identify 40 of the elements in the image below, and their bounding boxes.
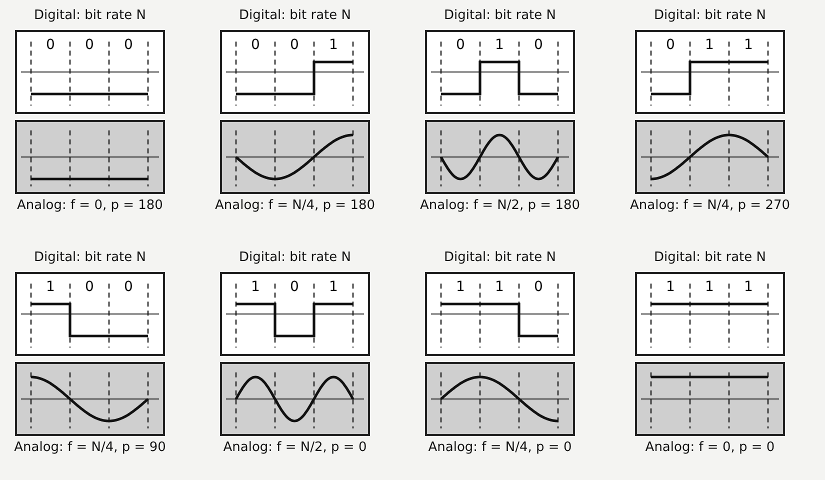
bit-value: 0: [250, 37, 261, 53]
analog-caption: Analog: f = N/4, p = 90: [13, 440, 167, 455]
analog-caption: Analog: f = N/4, p = 0: [427, 440, 573, 455]
bit-value: 1: [743, 279, 754, 295]
bit-value: 0: [533, 279, 544, 295]
signal-heading: Digital: bit rate N: [32, 8, 148, 23]
bit-value: 1: [704, 279, 715, 295]
bit-value: 1: [494, 37, 505, 53]
bit-value: 0: [84, 279, 95, 295]
bit-value: 1: [704, 37, 715, 53]
bit-value: 0: [665, 37, 676, 53]
bit-value: 0: [45, 37, 56, 53]
bit-value: 1: [250, 279, 261, 295]
signal-heading: Digital: bit rate N: [238, 250, 352, 265]
bit-value: 0: [455, 37, 466, 53]
bit-value: 0: [84, 37, 95, 53]
analog-caption: Analog: f = 0, p = 180: [16, 198, 164, 213]
bit-value: 1: [455, 279, 466, 295]
signal-heading: Digital: bit rate N: [442, 250, 558, 265]
signal-heading: Digital: bit rate N: [652, 250, 768, 265]
signal-heading: Digital: bit rate N: [442, 8, 558, 23]
bit-value: 0: [289, 279, 300, 295]
bit-value: 0: [123, 37, 134, 53]
analog-caption: Analog: f = N/4, p = 180: [215, 198, 375, 213]
analog-caption: Analog: f = N/2, p = 0: [222, 440, 368, 455]
analog-caption: Analog: f = N/4, p = 270: [630, 198, 790, 213]
bit-value: 0: [289, 37, 300, 53]
bit-value: 1: [665, 279, 676, 295]
bit-value: 1: [328, 37, 339, 53]
bit-value: 0: [123, 279, 134, 295]
bit-value: 1: [743, 37, 754, 53]
bit-value: 1: [45, 279, 56, 295]
signal-heading: Digital: bit rate N: [652, 8, 768, 23]
analog-caption: Analog: f = 0, p = 0: [644, 440, 776, 455]
bit-value: 0: [533, 37, 544, 53]
signal-heading: Digital: bit rate N: [32, 250, 148, 265]
signal-heading: Digital: bit rate N: [238, 8, 352, 23]
analog-caption: Analog: f = N/2, p = 180: [420, 198, 580, 213]
bit-value: 1: [328, 279, 339, 295]
bit-value: 1: [494, 279, 505, 295]
